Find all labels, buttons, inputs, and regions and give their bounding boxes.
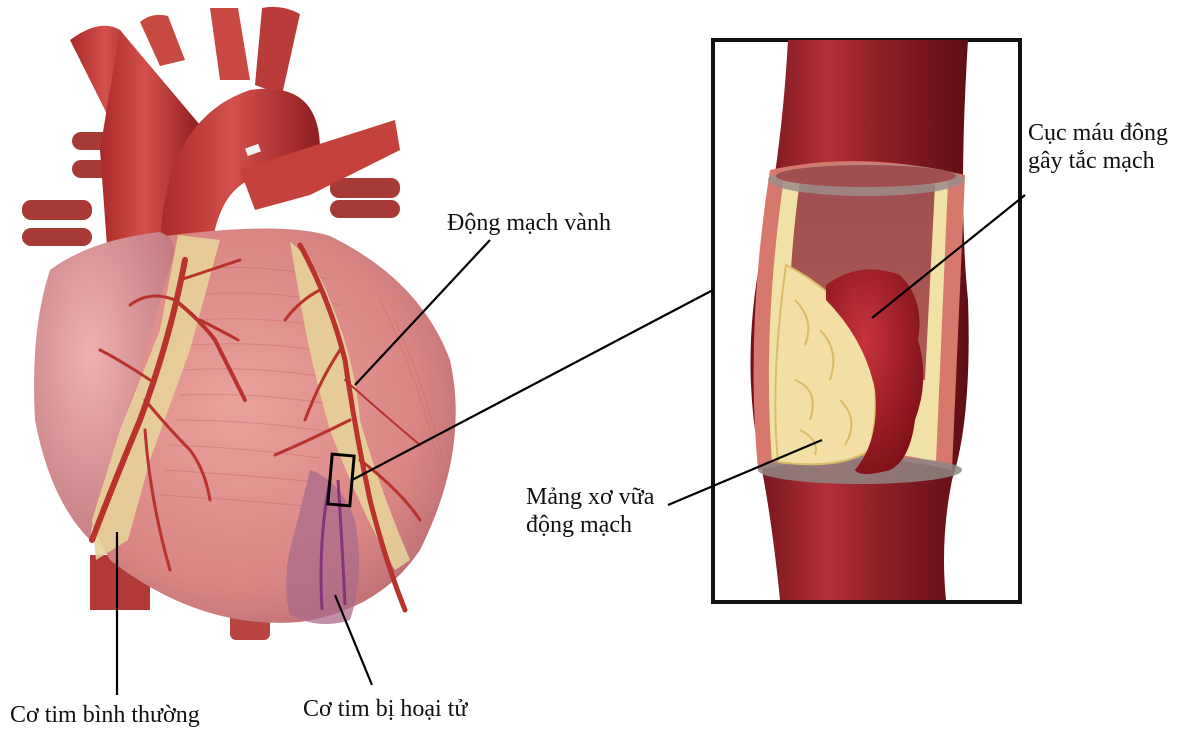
label-coronary-artery: Động mạch vành [447, 210, 611, 236]
magnified-area-box [326, 452, 356, 508]
great-vessels [70, 6, 400, 265]
heart-illustration [22, 6, 456, 640]
leader-coronary-artery [354, 239, 491, 386]
label-plaque-line2: động mạch [526, 512, 632, 538]
label-necrotic-muscle: Cơ tim bị hoại tử [303, 696, 468, 722]
leader-zoom-top [351, 289, 714, 481]
coronary-arteries [89, 242, 422, 613]
leader-plaque [667, 438, 823, 507]
label-clot-line2: gây tắc mạch [1028, 148, 1155, 174]
leader-lines [115, 194, 1026, 695]
leader-necrotic-muscle [333, 594, 374, 686]
label-plaque-line1: Mảng xơ vữa [526, 484, 655, 510]
right-atrium [34, 232, 175, 540]
artery-cross-section-panel [711, 38, 1022, 604]
pulmonary-veins [22, 132, 400, 246]
leader-clot [871, 194, 1026, 319]
label-clot-line1: Cục máu đông [1028, 120, 1168, 146]
muscle-striations [159, 267, 446, 507]
label-normal-muscle: Cơ tim bình thường [10, 702, 200, 728]
blood-clot [826, 269, 924, 474]
